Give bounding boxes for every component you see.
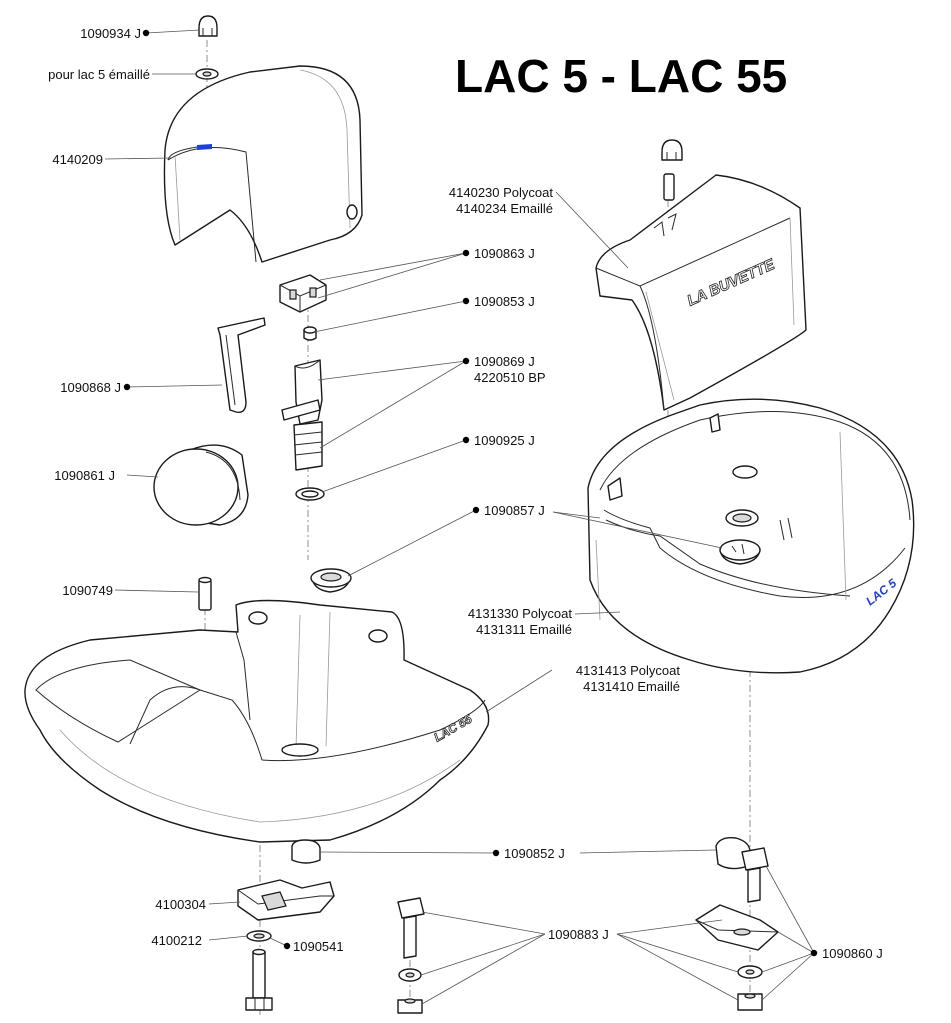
label-small-seal: 1090853 J: [474, 294, 535, 309]
small-seal: [303, 326, 317, 341]
cover-small: [163, 65, 363, 263]
label-cover-large-2: 4140234 Emaillé: [456, 201, 553, 216]
label-bowl-small-2: 4131410 Emaillé: [583, 679, 680, 694]
bracket-right: [695, 904, 779, 951]
washer-small: [246, 930, 272, 942]
label-float: 1090861 J: [54, 468, 115, 483]
bolt-set-center: [397, 897, 425, 1014]
cover-large: LA BUVETTE: [595, 174, 807, 411]
float-ball: [153, 444, 249, 526]
label-bowl-large-1: 4131330 Polycoat: [468, 606, 572, 621]
label-cover-large-1: 4140230 Polycoat: [449, 185, 553, 200]
washer-right: [737, 965, 763, 979]
label-nut-top: 1090934 J: [80, 26, 141, 41]
foot-cap-left: [291, 839, 321, 864]
cap-nut-right: [661, 139, 683, 161]
o-ring: [295, 487, 325, 501]
callout-dots: [123, 29, 818, 957]
label-cover-small: 4140209: [52, 152, 103, 167]
valve-body: [281, 359, 323, 471]
label-pin: 1090749: [62, 583, 113, 598]
label-washer-small: 4100212: [151, 933, 202, 948]
label-bowl-small-1: 4131413 Polycoat: [576, 663, 680, 678]
pin: [198, 576, 212, 611]
label-o-ring: 1090925 J: [474, 433, 535, 448]
lever-wire: [217, 317, 266, 413]
cap-nut-top-left: [198, 15, 218, 37]
valve-housing: [279, 274, 327, 313]
washer-top-left: [195, 68, 219, 80]
diagram-title: LAC 5 - LAC 55: [455, 50, 787, 102]
bowl-large: LAC 5: [587, 398, 915, 674]
label-valve-housing: 1090863 J: [474, 246, 535, 261]
bracket-small: [237, 879, 335, 921]
label-foot-cap: 1090852 J: [504, 846, 565, 861]
label-drain-plug: 1090857 J: [484, 503, 545, 518]
label-valve-1: 1090869 J: [474, 354, 535, 369]
nut-right: [737, 993, 763, 1011]
label-bolt-set: 1090883 J: [548, 927, 609, 942]
label-bolt-small: 1090541: [293, 939, 344, 954]
label-bracket: 4100304: [155, 897, 206, 912]
label-bracket-set: 1090860 J: [822, 946, 883, 961]
bolt-right: [741, 847, 769, 903]
label-washer-enamel: pour lac 5 émaillé: [48, 67, 150, 82]
leader-lines: [104, 29, 815, 1005]
part-labels: 1090934 J pour lac 5 émaillé 4140209 414…: [48, 26, 883, 961]
bowl-small: LAC 55: [24, 599, 490, 843]
stud-right: [663, 173, 675, 201]
drain-plug-right: [719, 539, 761, 565]
bolt-small: [245, 948, 273, 1011]
label-valve-2: 4220510 BP: [474, 370, 546, 385]
drain-plug-left: [310, 568, 352, 593]
foot-cap-right: [715, 836, 751, 870]
label-bowl-large-2: 4131311 Emaillé: [476, 622, 572, 637]
label-lever: 1090868 J: [60, 380, 121, 395]
